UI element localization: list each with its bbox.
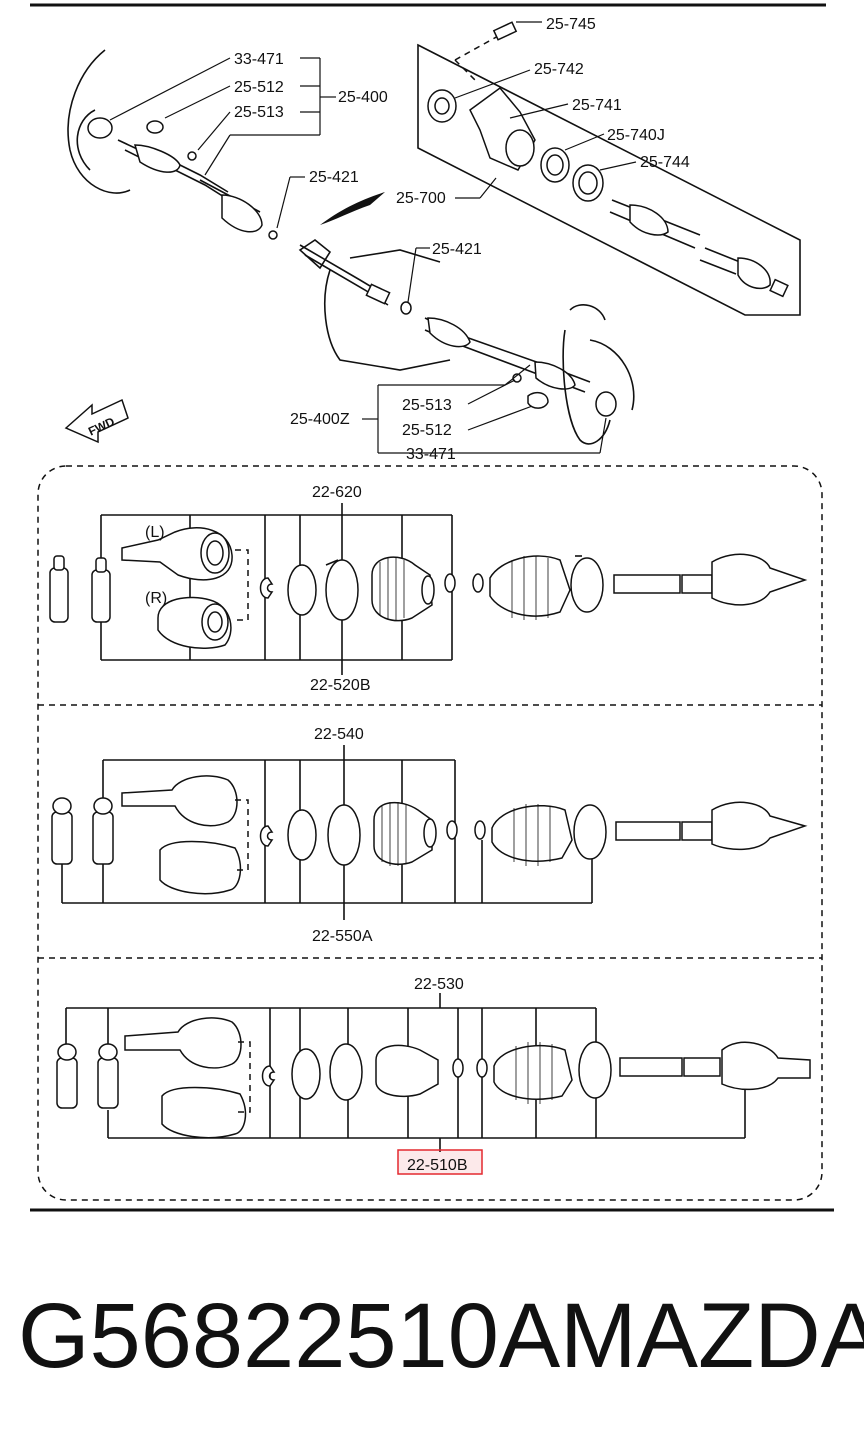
brand-name: MAZDA [560,1285,864,1387]
kit-panel-2: 22-540 22-550A [51,726,808,945]
kit-options-frame [37,465,823,1201]
callout-label: 25-700 [396,190,446,207]
callout-label: 25-400Z [290,411,350,428]
callout-label: 25-512 [402,422,452,439]
top-callout-labels: 25-745 25-742 25-741 25-740J 25-744 25-7… [86,16,690,463]
callout-label: 25-741 [572,97,622,114]
callout-label: 33-471 [234,51,284,68]
right-side-tag: (R) [145,590,167,607]
callout-label: 25-744 [640,154,690,171]
highlighted-part-label: 22-510B [407,1157,468,1174]
left-side-tag: (L) [145,524,165,541]
kit-part-label: 22-520B [310,677,371,694]
highlight-box [397,1149,483,1175]
callout-label: 25-513 [402,397,452,414]
callout-label: 25-745 [546,16,596,33]
top-assembly-drawing [64,21,801,454]
callout-label: 25-400 [338,89,388,106]
callout-label: 25-421 [432,241,482,258]
callout-label: 25-742 [534,61,584,78]
callout-label: 33-471 [406,446,456,463]
callout-label: 25-740J [607,127,665,144]
kit-part-label: 22-540 [314,726,364,743]
part-number: G56822510A [18,1285,561,1387]
kit-panel-3: 22-530 22-510B [56,976,811,1175]
callout-label: 25-512 [234,79,284,96]
kit-part-label: 22-550A [312,928,373,945]
callout-label: 25-513 [234,104,284,121]
kit-part-label: 22-530 [414,976,464,993]
kit-part-label: 22-620 [312,484,362,501]
callout-label: 25-421 [309,169,359,186]
kit-panel-1: (L) (R) 22-620 22-520B [49,484,808,694]
fwd-arrow-icon [64,398,129,444]
